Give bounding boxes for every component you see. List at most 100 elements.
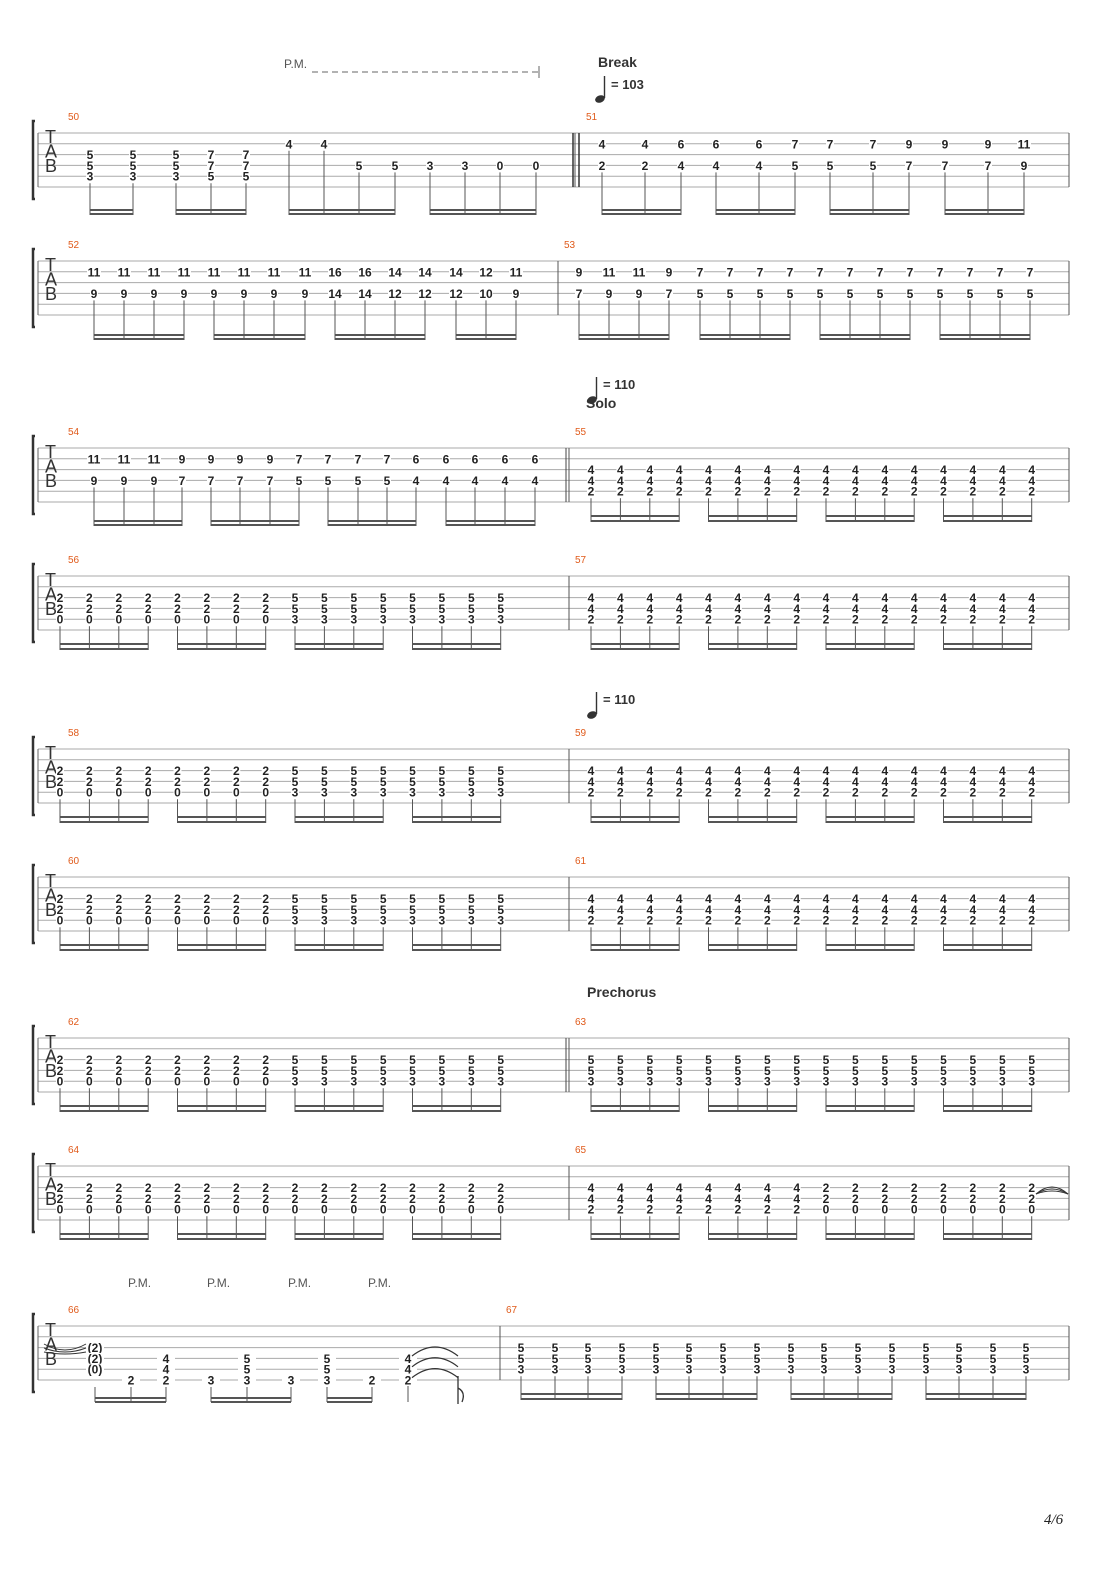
fret-mask <box>598 138 606 150</box>
fret-mask <box>114 1182 123 1194</box>
fret-mask <box>114 786 123 798</box>
fret-mask <box>531 453 539 465</box>
fret-number: 2 <box>57 1053 64 1067</box>
fret-number: 4 <box>676 463 683 477</box>
fret-mask <box>240 287 248 299</box>
fret-mask <box>998 1054 1007 1066</box>
tab-clef-letter: T <box>45 127 56 147</box>
fret-number: 4 <box>911 764 918 778</box>
fret-number: 5 <box>350 764 357 778</box>
fret-number: 5 <box>653 1341 660 1355</box>
fret-number: 2 <box>262 903 269 917</box>
fret-number: 4 <box>1028 903 1035 917</box>
fret-mask <box>320 138 328 150</box>
fret-mask <box>232 602 241 614</box>
fret-mask <box>408 765 417 777</box>
fret-number: 4 <box>911 463 918 477</box>
fret-mask <box>379 1192 388 1204</box>
fret-mask <box>85 602 94 614</box>
quarter-note-icon <box>595 76 606 103</box>
fret-number: 3 <box>754 1363 761 1377</box>
fret-number: 2 <box>646 1203 653 1217</box>
fret-mask <box>786 287 794 299</box>
fret-number: 2 <box>881 786 888 800</box>
fret-number: 2 <box>617 1203 624 1217</box>
fret-mask <box>989 1342 997 1354</box>
fret-mask <box>851 602 860 614</box>
fret-mask <box>56 786 64 798</box>
fret-number: 2 <box>145 1053 152 1067</box>
fret-mask <box>791 159 799 171</box>
fret-number: 2 <box>646 613 653 627</box>
fret-number: 0 <box>57 1203 64 1217</box>
fret-mask <box>763 592 772 604</box>
tie-arc <box>411 1368 459 1379</box>
fret-number: 3 <box>173 170 180 184</box>
fret-number: 2 <box>174 764 181 778</box>
fret-number: 3 <box>468 914 475 928</box>
fret-mask <box>822 613 830 625</box>
fret-number: 2 <box>115 775 122 789</box>
fret-mask <box>437 602 446 614</box>
fret-number: 3 <box>462 159 469 173</box>
fret-number: 11 <box>299 265 312 279</box>
fret-number: 2 <box>911 613 918 627</box>
fret-mask <box>86 159 94 171</box>
fret-number: 5 <box>392 159 399 173</box>
fret-mask <box>56 903 64 915</box>
fret-number: 5 <box>788 1341 795 1355</box>
fret-number: 5 <box>468 764 475 778</box>
fret-number: 3 <box>380 613 387 627</box>
fret-number: 2 <box>174 1181 181 1195</box>
fret-mask <box>202 1203 211 1215</box>
fret-mask <box>939 765 948 777</box>
fret-mask <box>763 914 772 926</box>
fret-number: 4 <box>705 602 712 616</box>
fret-number: 5 <box>889 1352 896 1366</box>
fret-mask <box>551 1352 559 1364</box>
fret-number: 3 <box>208 1374 215 1388</box>
fret-mask <box>56 1075 64 1087</box>
fret-number: 5 <box>1028 1053 1035 1067</box>
fret-mask <box>496 1192 505 1204</box>
fret-number: 2 <box>128 1374 135 1388</box>
fret-number: 2 <box>86 1053 93 1067</box>
fret-number: 11 <box>238 265 251 279</box>
fret-number: 11 <box>510 265 523 279</box>
fret-mask <box>261 765 270 777</box>
fret-mask <box>851 914 860 926</box>
fret-mask <box>820 1342 828 1354</box>
fret-mask <box>242 170 250 182</box>
fret-mask <box>792 1192 801 1204</box>
fret-mask <box>587 786 595 798</box>
fret-number: 4 <box>764 903 771 917</box>
fret-number: 2 <box>115 1053 122 1067</box>
fret-mask <box>968 1182 977 1194</box>
fret-mask <box>880 775 889 787</box>
fret-mask <box>86 170 94 182</box>
fret-number: 5 <box>497 892 504 906</box>
fret-number: 3 <box>720 1363 727 1377</box>
tab-clef-letter: T <box>45 570 56 590</box>
fret-number: 0 <box>292 1203 299 1217</box>
fret-mask <box>704 592 713 604</box>
fret-mask <box>854 1352 862 1364</box>
fret-number: 3 <box>821 1363 828 1377</box>
fret-number: 2 <box>642 159 649 173</box>
fret-mask <box>822 786 830 798</box>
fret-mask <box>675 1203 684 1215</box>
fret-mask <box>704 893 713 905</box>
fret-mask <box>910 765 919 777</box>
fret-mask <box>56 592 64 604</box>
fret-number: 4 <box>1028 474 1035 488</box>
fret-number: 7 <box>697 265 704 279</box>
fret-number: 5 <box>439 892 446 906</box>
fret-mask <box>261 903 270 915</box>
fret-number: 5 <box>793 1053 800 1067</box>
fret-number: 7 <box>1027 265 1034 279</box>
fret-number: 0 <box>57 914 64 928</box>
fret-mask <box>177 266 191 278</box>
tie-arc <box>1035 1188 1069 1195</box>
fret-number: 0 <box>233 786 240 800</box>
fret-number: 14 <box>388 265 402 279</box>
